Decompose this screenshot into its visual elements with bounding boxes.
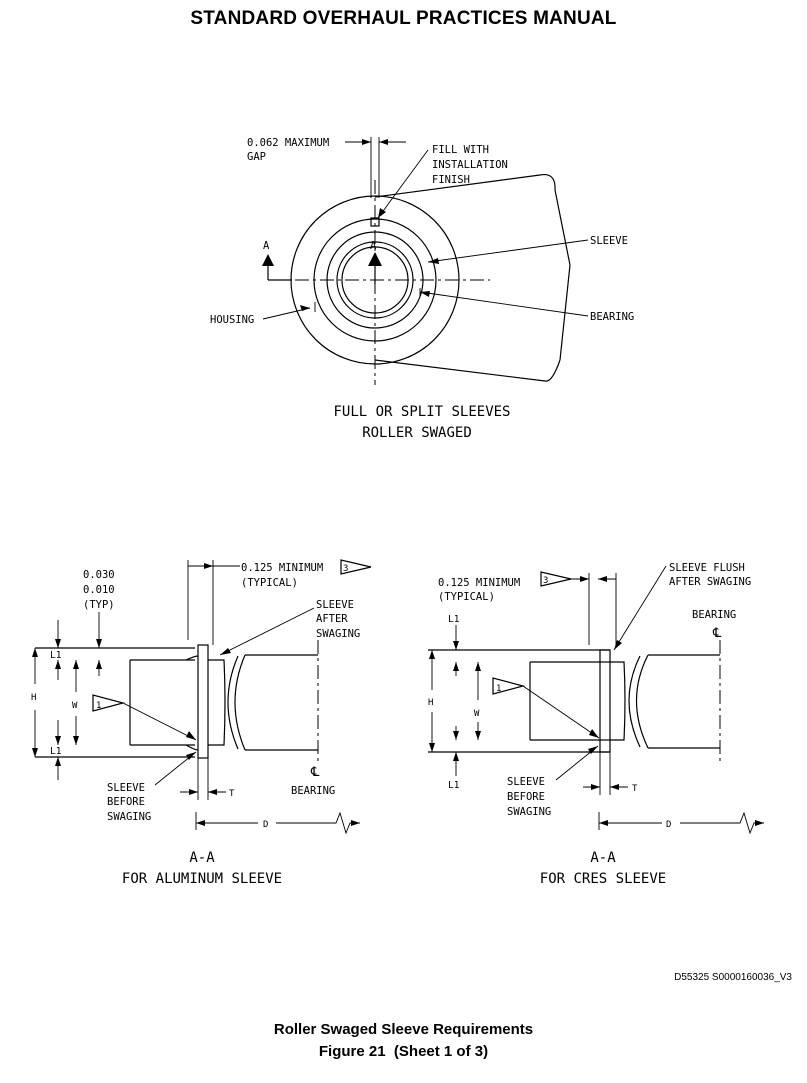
drawing-reference: D55325 S0000160036_V3 (674, 972, 792, 983)
bearing-label: BEARING (590, 311, 634, 323)
top-caption-1: FULL OR SPLIT SLEEVES (333, 404, 510, 420)
top-caption-2: ROLLER SWAGED (362, 425, 472, 441)
right-caption-1: A-A (590, 850, 616, 866)
right-flush-1: SLEEVE FLUSH (669, 562, 745, 574)
left-caption-1: A-A (189, 850, 215, 866)
left-flag-3: 3 (343, 564, 348, 574)
right-min-2: (TYPICAL) (438, 591, 495, 603)
left-dim-2: 0.010 (83, 584, 115, 596)
left-flag-1: 1 (96, 701, 101, 711)
left-sleeve-after-3: SWAGING (316, 628, 360, 640)
left-min-2: (TYPICAL) (241, 577, 298, 589)
left-w: W (72, 701, 78, 711)
right-sleeve-before-3: SWAGING (507, 806, 551, 818)
fill-label-3: FINISH (432, 174, 470, 186)
left-t: T (229, 789, 235, 799)
right-caption-2: FOR CRES SLEEVE (540, 871, 666, 887)
left-sleeve-after-2: AFTER (316, 613, 348, 625)
left-h: H (31, 693, 36, 703)
right-t: T (632, 784, 638, 794)
left-sleeve-before-2: BEFORE (107, 796, 145, 808)
left-caption-2: FOR ALUMINUM SLEEVE (122, 871, 282, 887)
right-centerline-symbol: ℄ (712, 626, 722, 641)
right-min-1: 0.125 MINIMUM (438, 577, 520, 589)
right-h: H (428, 698, 433, 708)
fill-label-2: INSTALLATION (432, 159, 508, 171)
fill-gap (370, 217, 380, 227)
sleeve-label: SLEEVE (590, 235, 628, 247)
left-min-1: 0.125 MINIMUM (241, 562, 323, 574)
housing-label: HOUSING (210, 314, 254, 326)
right-l1-bottom: L1 (448, 780, 460, 791)
figure-number: Figure 21 (Sheet 1 of 3) (318, 1043, 489, 1060)
fill-label-1: FILL WITH (432, 144, 489, 156)
left-sleeve-after-1: SLEEVE (316, 599, 354, 611)
left-d: D (263, 820, 268, 830)
right-w: W (474, 709, 480, 719)
left-sleeve-before-1: SLEEVE (107, 782, 145, 794)
left-l1-bottom: L1 (50, 746, 62, 757)
right-flush-2: AFTER SWAGING (669, 576, 751, 588)
section-marker-left: A (263, 240, 270, 252)
left-section (32, 559, 372, 835)
right-l1-top: L1 (448, 614, 460, 625)
right-bearing: BEARING (692, 609, 736, 621)
page-header: STANDARD OVERHAUL PRACTICES MANUAL (190, 8, 617, 29)
section-marker-center: A (370, 240, 377, 252)
right-d: D (666, 820, 671, 830)
left-l1-top: L1 (50, 650, 62, 661)
left-dim-1: 0.030 (83, 569, 115, 581)
left-bearing: BEARING (291, 785, 335, 797)
gap-label-1: 0.062 MAXIMUM (247, 137, 329, 149)
right-flag-1: 1 (496, 684, 501, 694)
right-sleeve-before-1: SLEEVE (507, 776, 545, 788)
gap-label-2: GAP (247, 151, 266, 163)
figure-title: Roller Swaged Sleeve Requirements (273, 1021, 534, 1038)
left-sleeve-before-3: SWAGING (107, 811, 151, 823)
right-sleeve-before-2: BEFORE (507, 791, 545, 803)
left-dim-3: (TYP) (83, 599, 115, 611)
top-view (262, 137, 589, 385)
left-centerline-symbol: ℄ (310, 765, 320, 780)
right-section (428, 565, 764, 835)
right-flag-3: 3 (543, 576, 548, 586)
